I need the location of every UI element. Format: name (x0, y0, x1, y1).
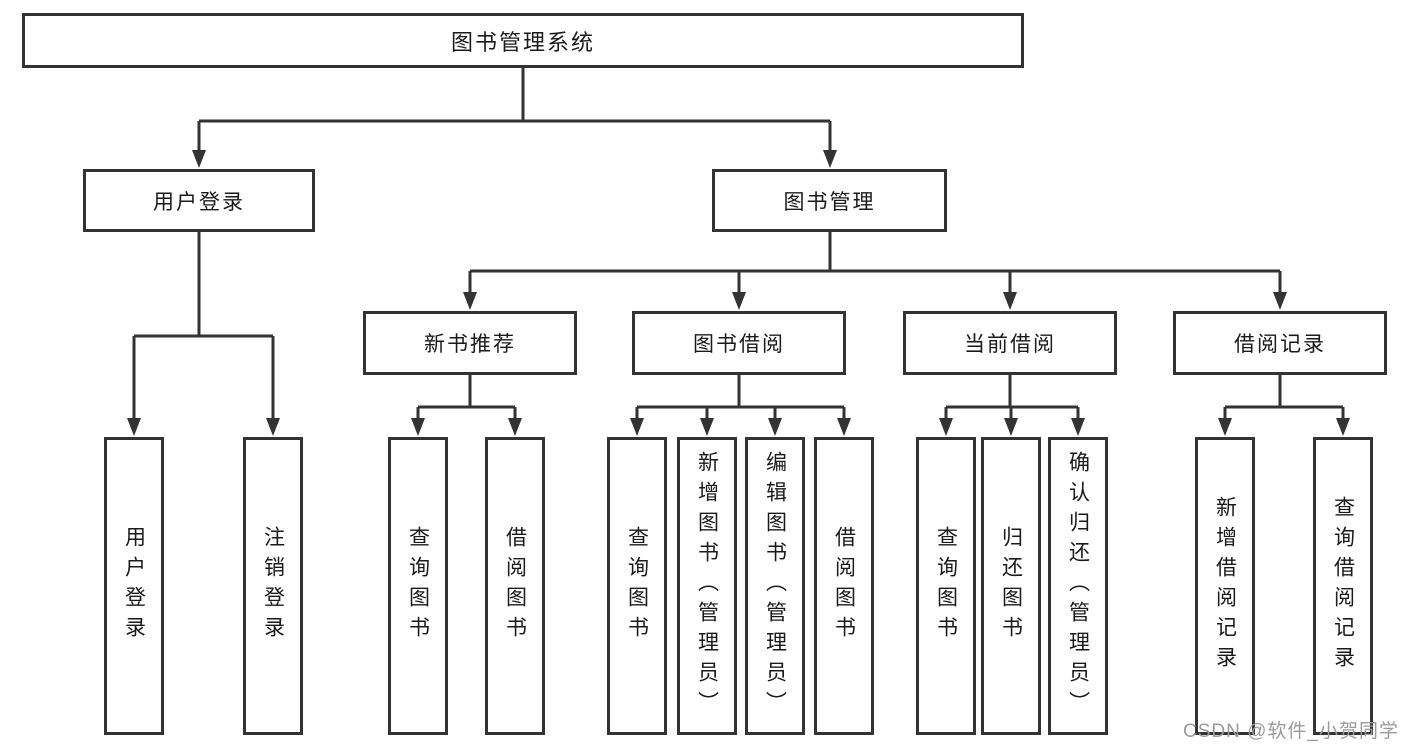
leaf-user-login: 用户登录 (104, 437, 164, 735)
connector-root (197, 68, 832, 152)
leaf-borrow-books: 借阅图书 (814, 437, 874, 735)
arrowhead-icon (1071, 418, 1085, 436)
leaf-add-books-admin: 新增图书（管理员） (677, 437, 737, 735)
leaf-borrow-books-recommend: 借阅图书 (485, 437, 545, 735)
arrowhead-icon (127, 418, 141, 436)
connector-book-management (468, 232, 1282, 293)
node-new-book-recommend: 新书推荐 (363, 311, 577, 375)
leaf-label: 查询图书 (934, 526, 958, 646)
node-book-borrow: 图书借阅 (632, 311, 846, 375)
arrowhead-icon (1003, 292, 1017, 310)
arrowhead-icon (508, 418, 522, 436)
leaf-query-books-current: 查询图书 (916, 437, 976, 735)
leaf-label: 编辑图书（管理员） (763, 451, 787, 721)
leaf-label: 新增借阅记录 (1213, 496, 1237, 676)
connector-borrow-records (1223, 375, 1345, 420)
leaf-label: 注销登录 (261, 526, 285, 646)
arrowhead-icon (411, 418, 425, 436)
node-root-system: 图书管理系统 (22, 13, 1024, 68)
leaf-query-books-borrow: 查询图书 (607, 437, 667, 735)
leaf-confirm-return-admin: 确认归还（管理员） (1048, 437, 1108, 735)
arrowhead-icon (700, 418, 714, 436)
leaf-label: 确认归还（管理员） (1066, 451, 1090, 721)
node-current-borrow: 当前借阅 (903, 311, 1117, 375)
leaf-label: 查询图书 (406, 526, 430, 646)
arrowhead-icon (823, 150, 837, 168)
connector-current-borrow (944, 375, 1080, 420)
leaf-label: 查询借阅记录 (1331, 496, 1355, 676)
arrowhead-icon (1273, 292, 1287, 310)
leaf-label: 借阅图书 (832, 526, 856, 646)
arrowhead-icon (1004, 418, 1018, 436)
arrowhead-icon (837, 418, 851, 436)
arrowhead-icon (266, 418, 280, 436)
csdn-watermark: CSDN @软件_小贺同学 (1183, 721, 1399, 742)
leaf-label: 查询图书 (625, 526, 649, 646)
leaf-query-books-recommend: 查询图书 (388, 437, 448, 735)
leaf-label: 用户登录 (122, 526, 146, 646)
leaf-add-borrow-record: 新增借阅记录 (1195, 437, 1255, 735)
leaf-logout: 注销登录 (243, 437, 303, 735)
arrowhead-icon (1336, 418, 1350, 436)
connector-book-borrow (635, 375, 846, 420)
node-borrow-records: 借阅记录 (1173, 311, 1387, 375)
arrowhead-icon (732, 292, 746, 310)
leaf-label: 借阅图书 (503, 526, 527, 646)
leaf-return-books: 归还图书 (981, 437, 1041, 735)
node-book-management: 图书管理 (712, 169, 947, 232)
connector-new-book-recommend (416, 375, 517, 420)
leaf-label: 归还图书 (999, 526, 1023, 646)
leaf-label: 新增图书（管理员） (695, 451, 719, 721)
arrowhead-icon (192, 150, 206, 168)
arrowhead-icon (939, 418, 953, 436)
arrowhead-icon (630, 418, 644, 436)
arrowhead-icon (1218, 418, 1232, 436)
connector-user-login (132, 232, 275, 420)
node-user-login: 用户登录 (83, 169, 315, 232)
leaf-query-borrow-record: 查询借阅记录 (1313, 437, 1373, 735)
leaf-edit-books-admin: 编辑图书（管理员） (745, 437, 805, 735)
arrowhead-icon (768, 418, 782, 436)
arrowhead-icon (463, 292, 477, 310)
